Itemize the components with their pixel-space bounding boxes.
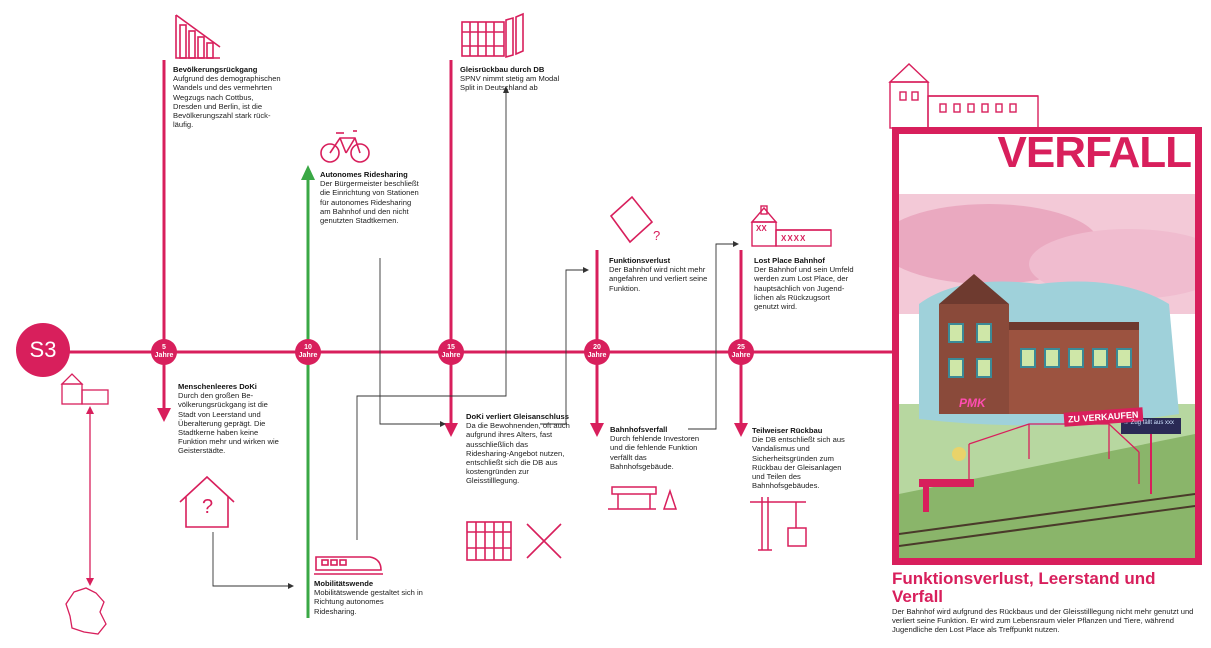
link-arrow-top: [86, 406, 94, 414]
marker-15-years: 15 Jahre: [438, 339, 464, 365]
departure-display: → Zug fällt aus xxx: [1123, 420, 1175, 426]
arrow-down-20: [590, 423, 604, 437]
event-menschenleeres-doki: Menschenleeres DoKi Durch den großen Be­…: [178, 382, 280, 456]
marker-10-years: 10 Jahre: [295, 339, 321, 365]
event-text: Aufgrund des demogra­phischen Wandels un…: [173, 74, 281, 130]
event-title: Autonomes Ridesharing: [320, 170, 408, 179]
arrow-head-4: [583, 267, 589, 273]
connector-4: [540, 269, 583, 425]
verfall-heading: VERFALL: [997, 128, 1192, 177]
connector-2: [356, 92, 507, 540]
event-title: DoKi verliert Gleisanschluss: [466, 412, 569, 421]
event-text: Durch fehlende Inves­toren und die fehle…: [610, 434, 700, 471]
event-bahnhofsverfall: Bahnhofsverfall Durch fehlende Inves­tor…: [610, 425, 710, 471]
panel-title: Funktionsverlust, Leerstand und Verfall: [892, 569, 1156, 606]
marker-unit: Jahre: [731, 352, 751, 359]
empty-house-icon: [179, 475, 235, 528]
marker-number: 25: [737, 344, 745, 351]
connector-3: [212, 532, 288, 587]
marker-number: 5: [162, 344, 166, 351]
arrow-head-2: [503, 86, 509, 93]
marker-unit: Jahre: [154, 352, 174, 359]
arrow-up-10: [301, 165, 315, 180]
event-gleisanschluss: DoKi verliert Gleisanschluss Da die Bewo…: [466, 412, 571, 486]
panel-description: Der Bahnhof wird aufgrund des Rückbaus u…: [892, 607, 1194, 634]
bicycle-icon: [320, 130, 370, 163]
marker-unit: Jahre: [298, 352, 318, 359]
connector-5: [688, 243, 733, 430]
track-fence-icon: [461, 12, 524, 59]
event-title: Menschenleeres DoKi: [178, 382, 257, 391]
lost-station-icon: [750, 205, 832, 247]
declining-chart-icon: [175, 14, 221, 59]
event-title: Lost Place Bahnhof: [754, 256, 825, 265]
marker-5-years: 5 Jahre: [151, 339, 177, 365]
event-text: Die DB entschließt sich aus Vandalismus …: [752, 435, 845, 491]
marker-25-years: 25 Jahre: [728, 339, 754, 365]
track-closed-icon: [466, 521, 562, 561]
event-title: Funktionsverlust: [609, 256, 671, 265]
event-title: Bahnhofsverfall: [610, 425, 668, 434]
event-teilweiser-rueckbau: Teilweiser Rückbau Die DB entschließt si…: [752, 426, 852, 490]
marker-number: 15: [447, 344, 455, 351]
event-text: Durch den großen Be­völkerungsrückgang i…: [178, 391, 279, 456]
station-small-icon: [60, 373, 109, 405]
marker-unit: Jahre: [587, 352, 607, 359]
marker-number: 20: [593, 344, 601, 351]
arrow-down-25: [734, 423, 748, 437]
event-text: Der Bürgermeister beschließt die Einrich…: [320, 179, 419, 226]
event-autonomes-ridesharing: Autonomes Ridesharing Der Bürgermeister …: [320, 170, 420, 225]
arrow-down-5: [157, 408, 171, 422]
germany-map-icon: [65, 587, 107, 635]
event-title: Mobilitätswende: [314, 579, 374, 588]
train-icon: [314, 556, 383, 575]
graffiti-tag: PMK: [959, 396, 986, 410]
event-lost-place: Lost Place Bahnhof Der Bahnhof und sein …: [754, 256, 854, 311]
event-text: Der Bahnhof und sein Umfeld werden zum L…: [754, 265, 854, 312]
event-bevoelkerungsrueckgang: Bevölkerungsrückgang Aufgrund des demogr…: [173, 65, 281, 129]
event-text: Der Bahnhof wird nicht mehr angefahren u…: [609, 265, 708, 293]
question-mark-icon: ?: [653, 228, 661, 243]
house-question-icon: ?: [202, 496, 214, 518]
marker-unit: Jahre: [441, 352, 461, 359]
arrow-down-15: [444, 423, 458, 437]
arrow-head-5: [733, 241, 739, 247]
verfall-illustration: VERFALL ZU VERKAUFEN PMK → Zug fällt aus…: [892, 127, 1202, 565]
event-funktionsverlust: Funktionsverlust Der Bahnhof wird nicht …: [609, 256, 715, 293]
crane-icon: [750, 497, 807, 551]
marker-20-years: 20 Jahre: [584, 339, 610, 365]
arrow-head-3: [288, 583, 294, 589]
window-x-icon: XX: [756, 224, 767, 233]
event-text: Mobilitätswende ge­staltet sich in Richt…: [314, 588, 423, 616]
event-title: Gleisrückbau durch DB: [460, 65, 545, 74]
question-diamond-icon: [609, 195, 654, 244]
connector-1: [379, 258, 440, 425]
event-gleisrueckbau: Gleisrückbau durch DB SPNV nimmt stetig …: [460, 65, 570, 93]
event-text: Da die Bewohnenden, oft auch aufgrund ih…: [466, 421, 570, 486]
event-title: Bevölkerungsrückgang: [173, 65, 258, 74]
event-text: SPNV nimmt stetig am Modal Split in Deut…: [460, 74, 560, 93]
window-xxxx-icon: XXXX: [781, 234, 807, 243]
event-mobilitaetswende: Mobilitätswende Mobilitätswende ge­stalt…: [314, 579, 424, 616]
s3-start-badge: S3: [16, 323, 70, 377]
illustration-scene: [899, 134, 1195, 558]
arrow-head-1: [440, 421, 446, 427]
barrier-icon: [608, 486, 678, 510]
station-building-icon: [888, 63, 1039, 129]
marker-number: 10: [304, 344, 312, 351]
link-arrow-bottom: [86, 578, 94, 586]
event-title: Teilweiser Rückbau: [752, 426, 823, 435]
